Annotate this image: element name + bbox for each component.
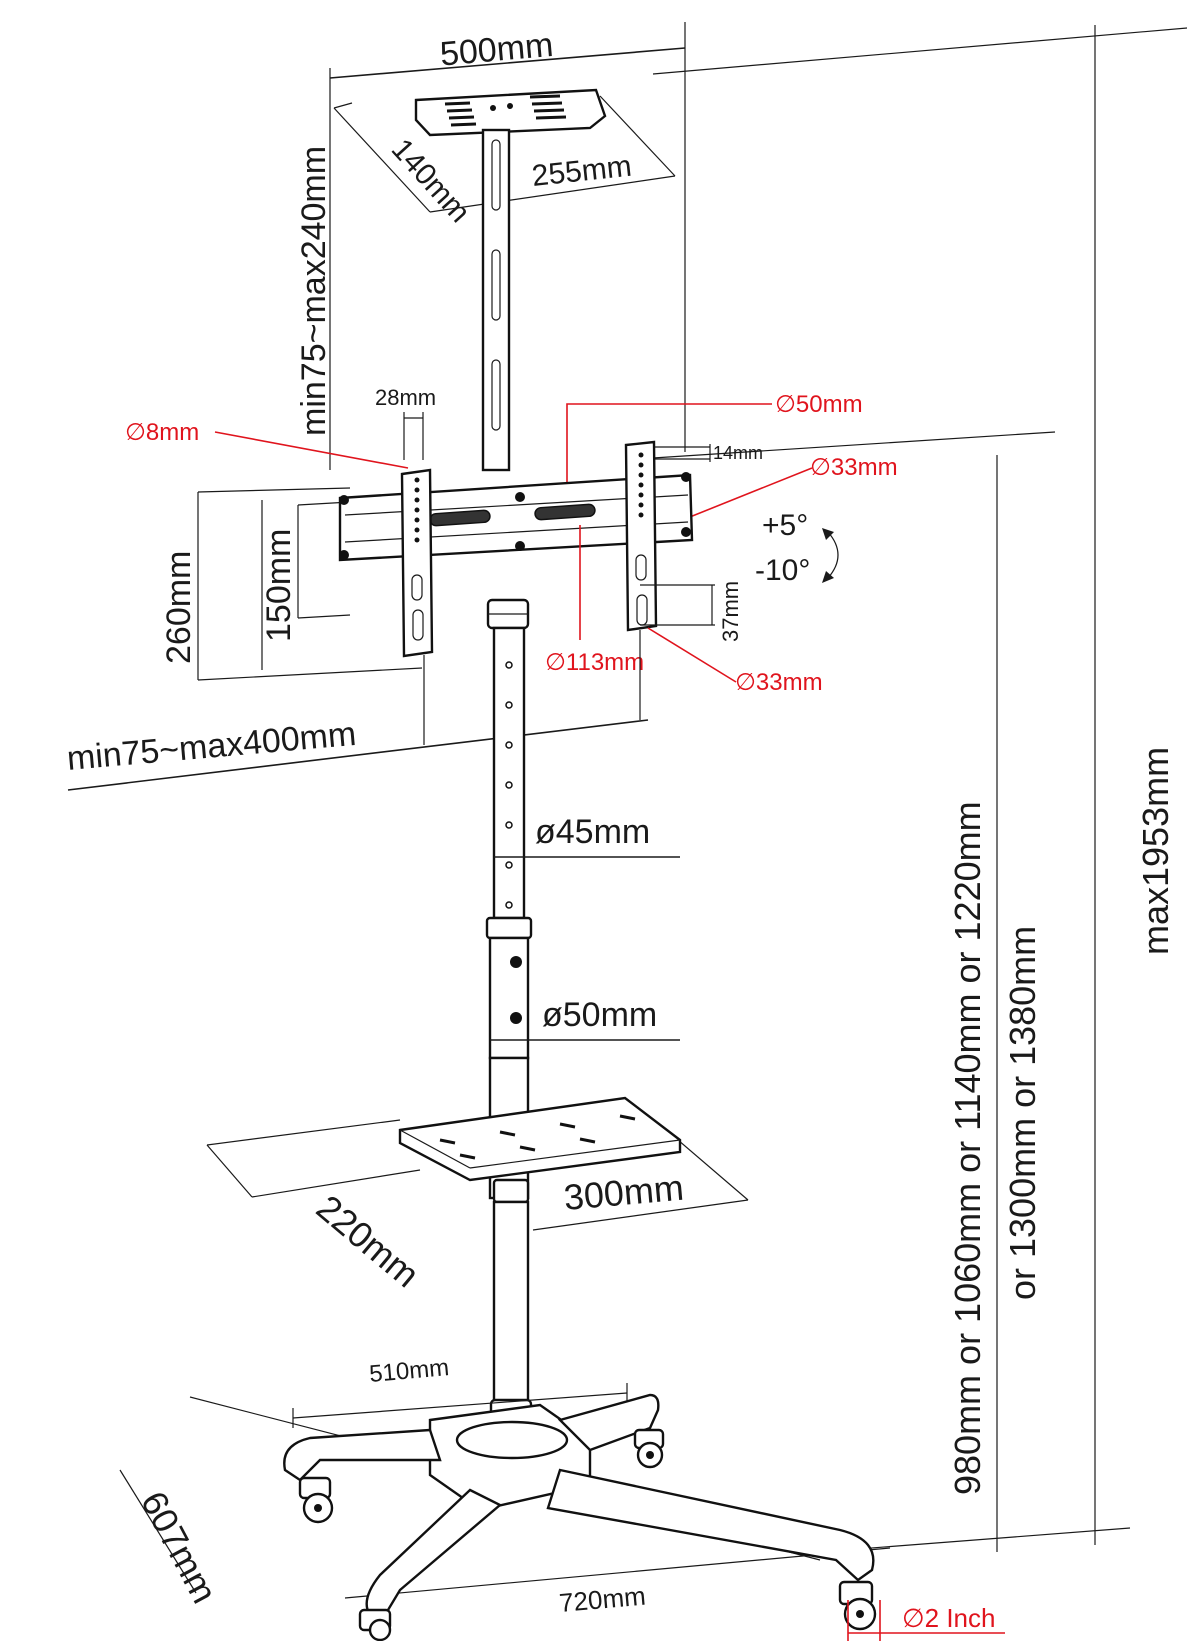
pole-collar-upper xyxy=(486,598,530,630)
height-260-dimension: 260mm xyxy=(160,487,423,681)
caster-dimension: ∅2 Inch xyxy=(847,1600,1005,1641)
base-width-label: 510mm xyxy=(368,1354,450,1388)
caster-front-left xyxy=(358,1608,392,1641)
tilt-down-label: -10° xyxy=(755,554,810,587)
caster-label: ∅2 Inch xyxy=(902,1603,995,1633)
top-height-range-label: min75~max240mm xyxy=(295,146,333,436)
tube-50-label: ø50mm xyxy=(542,996,657,1034)
hole-50-label: ∅50mm xyxy=(775,391,863,418)
middle-shelf xyxy=(398,1056,682,1204)
lower-pole xyxy=(488,936,530,1060)
slot-14-label: 14mm xyxy=(713,443,763,463)
tilt-indicator: +5° -10° xyxy=(755,509,839,587)
height-options-dimension: 980mm or 1060mm or 1140mm or 1220mm or 1… xyxy=(947,801,1043,1495)
bracket-width-28-dimension: 28mm xyxy=(375,385,436,460)
tv-mount-bracket xyxy=(338,440,694,658)
caster-back-right xyxy=(633,1428,665,1469)
base-length-label: 720mm xyxy=(558,1581,647,1618)
slot-37-dimension: 37mm xyxy=(640,581,743,642)
height-options-line2: or 1300mm or 1380mm xyxy=(1002,926,1043,1300)
base-depth-dimension: 607mm xyxy=(119,1469,226,1610)
base-star xyxy=(283,1393,877,1641)
slot-37-label: 37mm xyxy=(718,581,743,642)
hole-33-top-label: ∅33mm xyxy=(810,454,898,481)
max-height-dimension: max1953mm xyxy=(1135,747,1176,955)
vesa-width-label: min75~max400mm xyxy=(65,715,357,778)
caster-back-left xyxy=(298,1476,334,1524)
max-height-label: max1953mm xyxy=(1135,747,1176,955)
hole-8-label: ∅8mm xyxy=(125,419,199,446)
top-shelf-depth-label: 140mm xyxy=(385,133,476,229)
hole-33-bottom-callout: ∅33mm xyxy=(647,627,823,696)
height-150-label: 150mm xyxy=(260,529,298,642)
hole-113-label: ∅113mm xyxy=(545,649,644,676)
height-options-line1: 980mm or 1060mm or 1140mm or 1220mm xyxy=(947,801,988,1495)
reference-lines xyxy=(189,25,1187,1561)
shelf-width-label: 300mm xyxy=(562,1167,685,1218)
caster-front-right xyxy=(838,1580,877,1631)
hole-113-callout: ∅113mm xyxy=(545,525,644,676)
top-shelf-width-label: 255mm xyxy=(530,150,633,193)
slot-14-callout: 14mm xyxy=(640,443,763,463)
tube-50-dimension: ø50mm xyxy=(490,996,680,1041)
shelf-depth-label: 220mm xyxy=(309,1187,427,1296)
hole-50-callout: ∅50mm xyxy=(566,391,863,483)
top-width-label: 500mm xyxy=(439,26,555,74)
bottom-pole xyxy=(489,1200,533,1432)
base-depth-label: 607mm xyxy=(133,1485,226,1610)
height-260-label: 260mm xyxy=(160,551,198,664)
upper-pole xyxy=(481,128,511,472)
middle-pole xyxy=(492,626,526,920)
hole-33-bottom-label: ∅33mm xyxy=(735,669,823,696)
hole-8-callout: ∅8mm xyxy=(125,419,409,469)
hole-33-top-callout: ∅33mm xyxy=(649,454,898,534)
tube-45-label: ø45mm xyxy=(535,813,650,851)
tilt-up-label: +5° xyxy=(762,509,808,542)
height-150-dimension: 150mm xyxy=(260,500,351,670)
top-shelf xyxy=(414,88,607,137)
tube-45-dimension: ø45mm xyxy=(494,813,680,858)
pole-collar-middle xyxy=(485,916,533,940)
top-height-range-dimension: min75~max240mm xyxy=(295,146,333,436)
bracket-width-28-label: 28mm xyxy=(375,385,436,410)
